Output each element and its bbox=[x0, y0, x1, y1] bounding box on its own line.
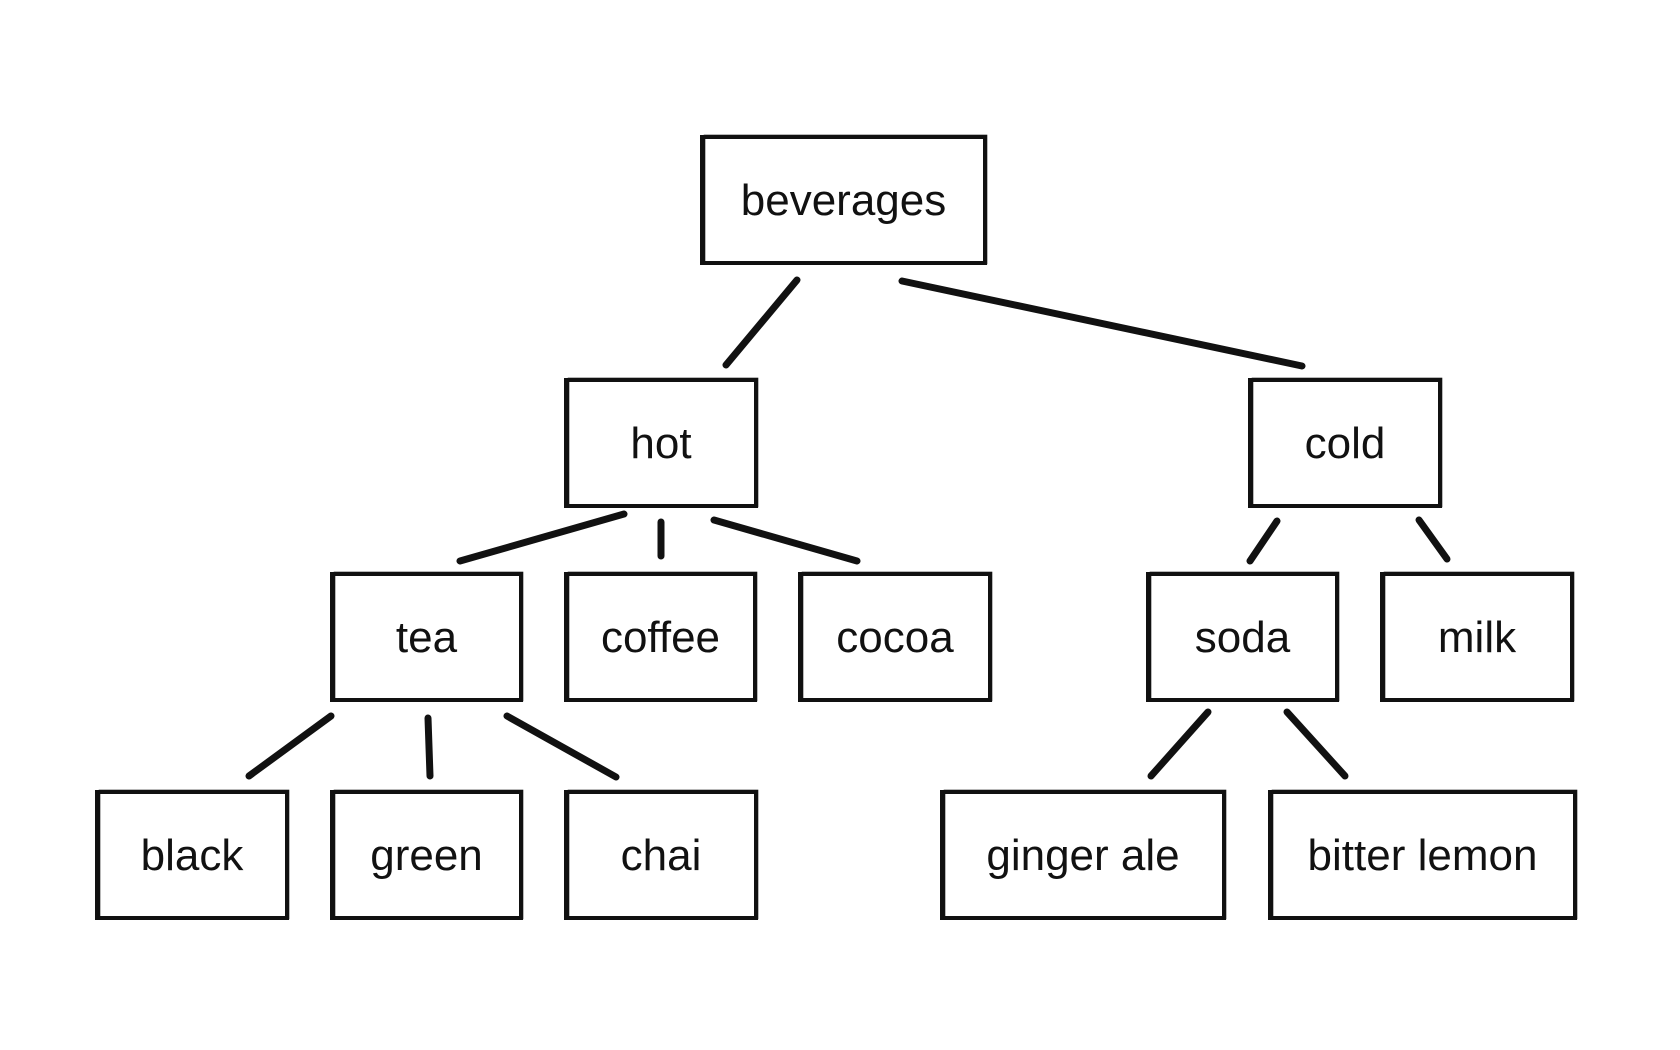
node-box-sketch-outline bbox=[333, 571, 524, 702]
node-green: green bbox=[330, 789, 524, 920]
node-box bbox=[940, 790, 1226, 920]
node-label: soda bbox=[1195, 613, 1291, 662]
node-box-sketch-outline bbox=[98, 789, 290, 920]
node-label: milk bbox=[1438, 613, 1517, 662]
node-milk: milk bbox=[1380, 571, 1575, 702]
node-hot: hot bbox=[564, 377, 759, 508]
node-label: cold bbox=[1305, 419, 1386, 468]
node-label: chai bbox=[621, 831, 702, 880]
node-soda: soda bbox=[1146, 571, 1340, 702]
node-label: green bbox=[370, 831, 483, 880]
node-label: ginger ale bbox=[986, 831, 1179, 880]
node-label: beverages bbox=[741, 176, 946, 225]
node-chai: chai bbox=[564, 789, 759, 920]
node-bitter-lemon: bitter lemon bbox=[1268, 789, 1578, 920]
node-black: black bbox=[95, 789, 290, 920]
node-box bbox=[1146, 572, 1339, 702]
node-cocoa: cocoa bbox=[798, 571, 993, 702]
node-box-sketch-outline bbox=[1149, 571, 1340, 702]
edge-beverages-to-hot bbox=[722, 276, 801, 369]
node-box bbox=[1268, 790, 1577, 920]
edge-beverages-to-cold bbox=[898, 277, 1306, 370]
edges-layer bbox=[245, 276, 1451, 781]
node-box bbox=[564, 572, 757, 702]
edge-tea-to-black bbox=[245, 712, 335, 780]
edge-tea-to-chai bbox=[503, 712, 620, 781]
node-cold: cold bbox=[1248, 377, 1443, 508]
node-box-sketch-outline bbox=[703, 134, 988, 265]
edge-soda-to-bitter-lemon bbox=[1283, 708, 1349, 780]
node-box-sketch-outline bbox=[1383, 571, 1575, 702]
node-box-sketch-outline bbox=[801, 571, 993, 702]
edge-cold-to-soda bbox=[1246, 517, 1281, 565]
node-box-sketch-outline bbox=[1251, 377, 1443, 508]
node-ginger-ale: ginger ale bbox=[940, 789, 1227, 920]
node-beverages: beverages bbox=[700, 134, 988, 265]
node-box-sketch-outline bbox=[333, 789, 524, 920]
node-label: bitter lemon bbox=[1308, 831, 1538, 880]
node-coffee: coffee bbox=[564, 571, 758, 702]
node-box-sketch-outline bbox=[567, 571, 758, 702]
node-tea: tea bbox=[330, 571, 524, 702]
edge-hot-to-cocoa bbox=[710, 516, 861, 565]
node-label: hot bbox=[630, 419, 691, 468]
node-label: black bbox=[141, 831, 245, 880]
node-box-sketch-outline bbox=[1271, 789, 1578, 920]
edge-tea-to-green bbox=[424, 714, 434, 780]
edge-soda-to-ginger-ale bbox=[1147, 708, 1212, 780]
node-box bbox=[564, 378, 758, 508]
node-box bbox=[564, 790, 758, 920]
node-label: coffee bbox=[601, 613, 720, 662]
node-box bbox=[330, 572, 523, 702]
node-box-sketch-outline bbox=[567, 789, 759, 920]
edge-cold-to-milk bbox=[1415, 516, 1451, 563]
edge-hot-to-tea bbox=[456, 510, 628, 565]
node-box-sketch-outline bbox=[567, 377, 759, 508]
node-label: tea bbox=[396, 613, 458, 662]
node-box-sketch-outline bbox=[943, 789, 1227, 920]
nodes-layer: beverages hot cold tea coffee cocoa soda milk bl… bbox=[95, 134, 1578, 920]
node-label: cocoa bbox=[836, 613, 954, 662]
